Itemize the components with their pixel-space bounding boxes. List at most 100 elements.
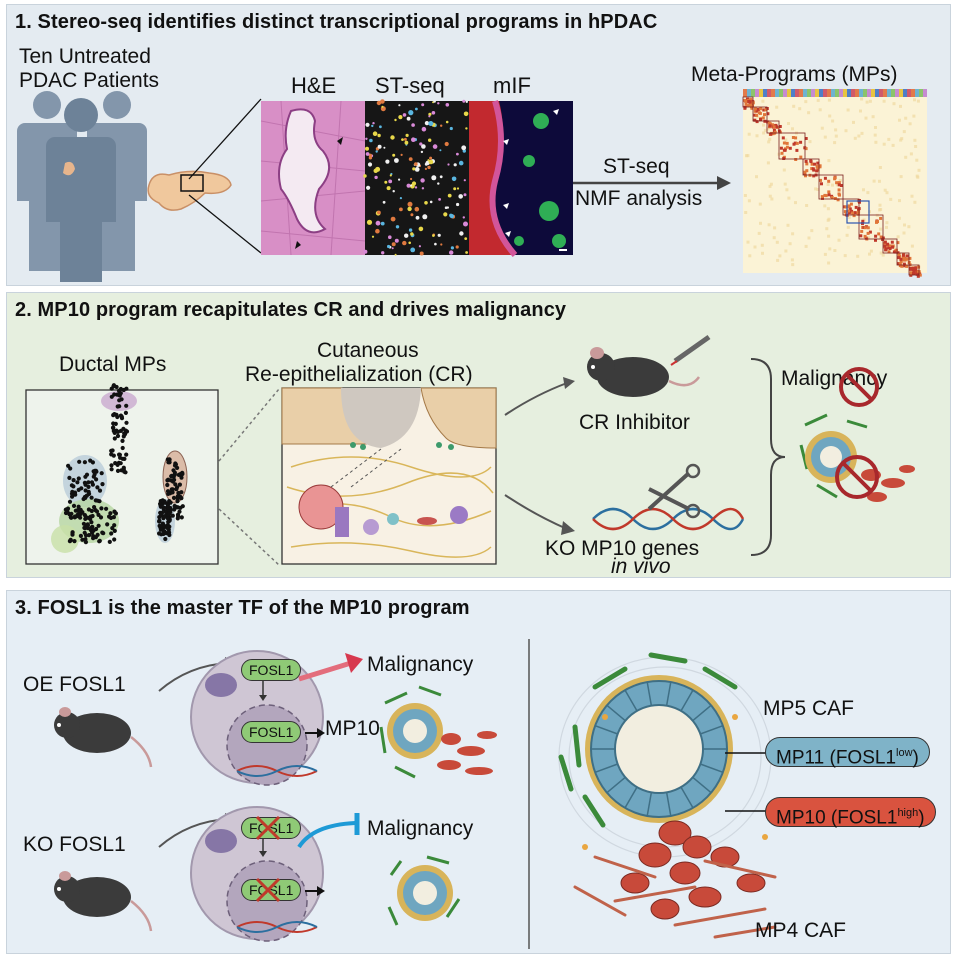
stseq-spot [368,153,372,157]
heatmap-cell [904,116,908,120]
heatmap-cell [768,137,772,141]
ko-cross-top [255,815,281,841]
meta-programs-heatmap [742,89,927,278]
mp11-close: ) [912,747,919,769]
heatmap-cell [804,244,808,248]
stseq-spot [407,201,413,207]
epithelial-cell-border [680,689,694,712]
stseq-spot [405,133,409,137]
ductal-point [72,490,78,495]
stseq-spot [380,221,385,226]
stseq-spot [421,103,425,107]
heatmap-cell [838,179,842,182]
heatmap-cell [891,143,895,147]
stseq-spot [383,146,386,149]
heatmap-block [896,252,912,268]
cr-branch-arrows [504,377,575,535]
ductal-point [124,452,129,457]
stseq-spot [444,141,449,147]
ductal-point [71,478,76,483]
stseq-spot [420,150,424,154]
stseq-spot [386,186,391,191]
heatmap-strip-cell [811,89,815,97]
ductal-point [83,537,88,542]
tumor-oe-illustration [379,685,497,779]
heatmap-cell [788,242,792,246]
inhibit-blue-arrow [297,813,360,849]
stseq-spot [424,201,428,205]
heatmap-block [908,264,922,278]
ko-nucleus-arrow [305,886,325,896]
ductal-point [157,518,162,523]
ductal-point [91,528,96,533]
oe-fosl1-label: OE FOSL1 [23,673,126,696]
cr-label-line2: Re-epithelialization (CR) [245,363,473,386]
stseq-spot [419,251,424,256]
stseq-spot [402,240,407,246]
heatmap-cell [828,114,832,118]
stseq-spot [453,187,457,191]
heatmap-strip-cell [903,89,907,97]
mp5-caf-label: MP5 CAF [763,697,855,720]
heatmap-cell [816,98,820,102]
ductal-point [120,438,125,443]
heatmap-strip-cell [919,89,923,97]
heatmap-strip-cell [807,89,811,97]
stseq-spot [428,159,434,165]
ductal-point [109,531,114,536]
ductal-point [63,510,69,516]
heatmap-cell [913,200,917,204]
stseq-spot [406,116,411,121]
ductal-point [116,392,121,397]
stseq-spot [401,138,404,141]
heatmap-block [858,214,885,242]
heatmap-cell [769,182,773,186]
heatmap-cell [816,188,820,191]
ductal-point [158,524,163,529]
epithelial-cell-border [624,786,638,809]
ductal-point [72,539,77,544]
arrow-label-line1: ST-seq [603,155,670,178]
heatmap-strip-cell [855,89,859,97]
heatmap-cell [873,133,877,137]
heatmap-cell [743,194,747,197]
stseq-spot [411,137,416,142]
heatmap-cell [823,135,827,139]
ductal-point [77,459,82,464]
ductal-point [95,485,100,490]
stseq-spot [365,152,370,156]
stseq-spot [390,135,395,140]
heatmap-block [842,198,861,218]
cr-tissue-illustration [281,387,497,565]
heatmap-cell [826,183,830,186]
heatmap-cell [759,221,762,225]
stseq-spot [410,232,414,236]
heatmap-block [766,120,782,136]
heatmap-cell [823,252,827,256]
stseq-spot [447,193,452,198]
heatmap-cell [871,115,875,119]
heatmap-cell [762,131,766,135]
ductal-point [72,514,77,519]
epithelial-cell-border [606,776,626,794]
stseq-spot [408,241,411,245]
ductal-point [86,515,91,520]
heatmap-strip-cell [847,89,851,97]
heatmap-strip-cell [871,89,875,97]
stseq-spot [415,107,418,111]
heatmap-cell [820,126,824,130]
stseq-spot [399,197,402,200]
heatmap-cell [899,138,903,142]
stseq-spot [443,212,448,217]
stseq-spot [419,142,423,146]
heatmap-cell [805,204,809,207]
ko-mp10-label-line1: KO MP10 genes [545,537,700,560]
stseq-spot [389,174,392,177]
stseq-spot [403,137,407,141]
stseq-spot [398,115,403,120]
epithelial-cell-border [665,792,672,817]
stseq-spot [463,193,467,197]
heatmap-cell [775,240,779,244]
stseq-image [363,99,469,256]
heatmap-cell [757,231,761,235]
